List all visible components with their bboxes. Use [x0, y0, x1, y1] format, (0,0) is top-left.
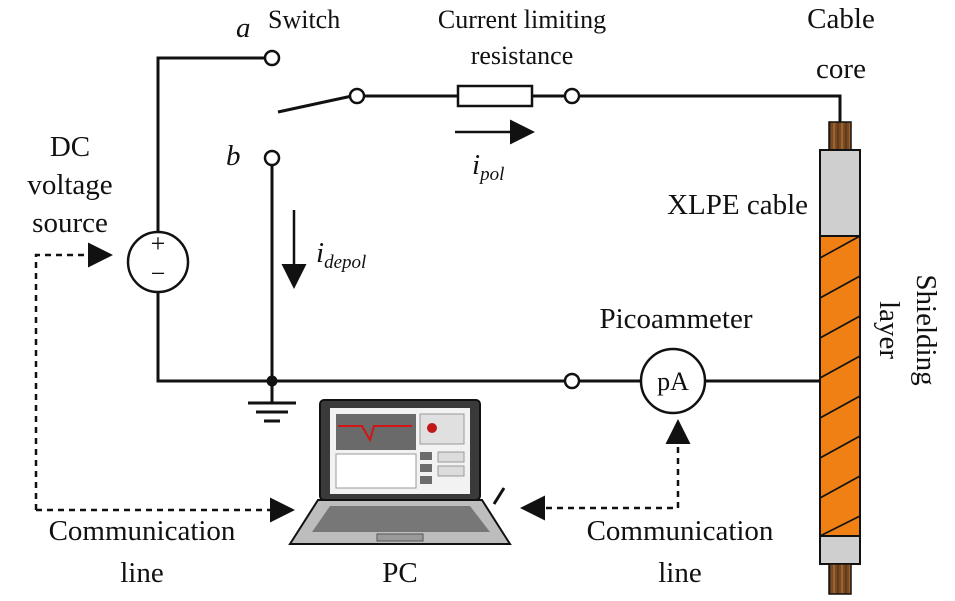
label-dc-3: source — [32, 207, 108, 239]
comm-line-to-source — [34, 242, 113, 510]
screen-plot-area — [336, 414, 416, 450]
communication-lines — [34, 242, 691, 523]
picoammeter: pA — [639, 347, 707, 415]
source-plus: + — [151, 229, 166, 258]
terminal-resistor-out — [563, 87, 581, 105]
laptop-antenna — [492, 487, 506, 505]
label-picoammeter: Picoammeter — [599, 303, 752, 335]
cable-sheath-bottom — [819, 535, 861, 565]
source-minus: − — [151, 259, 166, 288]
resistor — [456, 84, 534, 108]
label-comm-left-2: line — [120, 557, 164, 589]
xlpe-cable — [819, 121, 861, 595]
source-circle — [126, 230, 190, 294]
label-i-depol: idepol — [316, 237, 366, 273]
label-xlpe-cable: XLPE cable — [667, 189, 808, 221]
ground-junction-dot — [266, 375, 278, 387]
wiring — [156, 56, 842, 423]
screen-logo — [427, 423, 437, 433]
terminal-a — [263, 49, 281, 67]
label-current-limiting-2: resistance — [471, 41, 574, 70]
cable-sheath-top — [819, 149, 861, 237]
wire-to-cable-core — [579, 94, 842, 122]
label-shielding-1: Shielding — [910, 274, 942, 385]
cable-shielding-layer — [819, 235, 861, 537]
screen-table — [335, 453, 417, 489]
label-cable-core-1: Cable — [807, 3, 875, 35]
laptop-touchpad — [376, 533, 424, 542]
terminal-b — [263, 149, 281, 167]
label-pc: PC — [382, 557, 417, 589]
label-shielding-2: layer — [873, 301, 905, 359]
terminal-pa-in — [563, 372, 581, 390]
laptop-keyboard — [312, 506, 490, 532]
wire-source-to-ground-bus — [156, 290, 570, 383]
label-terminal-a: a — [236, 12, 251, 44]
label-i-pol: ipol — [472, 149, 504, 185]
terminal-switch-common — [348, 87, 366, 105]
screen-plot-trace — [338, 425, 412, 443]
pc-laptop — [288, 399, 512, 545]
label-cable-core-2: core — [816, 53, 866, 85]
terminals — [263, 49, 581, 390]
label-dc-1: DC — [50, 131, 90, 163]
label-comm-left-1: Communication — [49, 515, 236, 547]
labels: a b Switch Current limiting resistance C… — [27, 3, 942, 589]
label-switch: Switch — [268, 5, 340, 34]
label-comm-right-1: Communication — [587, 515, 774, 547]
label-dc-2: voltage — [27, 169, 112, 201]
screen-logo-panel — [419, 413, 465, 445]
dc-voltage-source: + − — [126, 229, 190, 294]
label-current-limiting-1: Current limiting — [438, 5, 606, 34]
picoammeter-circle — [639, 347, 707, 415]
cable-core-top — [828, 121, 852, 151]
wire-a-to-source — [156, 56, 268, 235]
picoammeter-symbol: pA — [657, 367, 689, 396]
switch-blade — [277, 94, 353, 114]
label-comm-right-2: line — [658, 557, 702, 589]
cable-core-bottom — [828, 563, 852, 595]
comm-line-to-pc-right — [520, 425, 680, 521]
label-terminal-b: b — [226, 140, 241, 172]
